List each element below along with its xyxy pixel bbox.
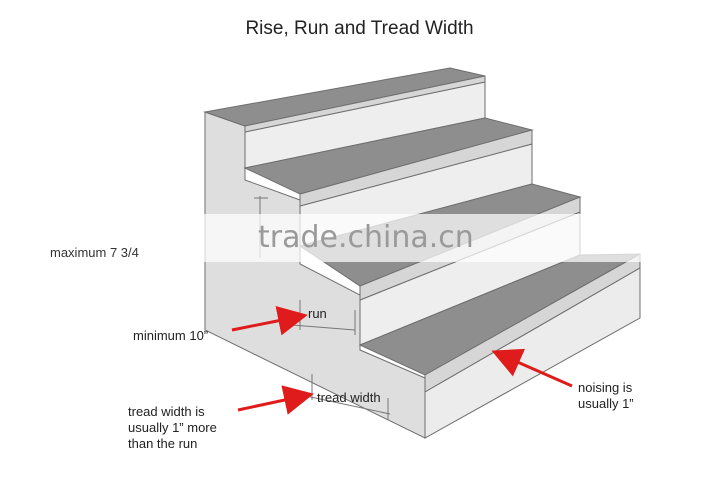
watermark-band (0, 214, 719, 262)
nosing-note: noising is usually 1” (578, 380, 634, 411)
minimum-label: minimum 10” (133, 328, 209, 343)
maximum-label: maximum 7 3/4 (50, 245, 139, 260)
diagram-title: Rise, Run and Tread Width (245, 18, 474, 39)
step-4-front (424, 267, 641, 439)
nosing-arrow (491, 348, 573, 388)
tread-width-note: tread width is usually 1” more than the … (128, 404, 217, 451)
step-1-nosing (244, 75, 486, 133)
watermark-text: trade.china.cn (258, 220, 474, 255)
tread-width-label: tread width (317, 390, 381, 405)
tread-width-arrow (237, 385, 314, 415)
run-arrow (231, 305, 308, 336)
step-2-nosing (299, 129, 533, 207)
run-label: run (308, 306, 327, 321)
